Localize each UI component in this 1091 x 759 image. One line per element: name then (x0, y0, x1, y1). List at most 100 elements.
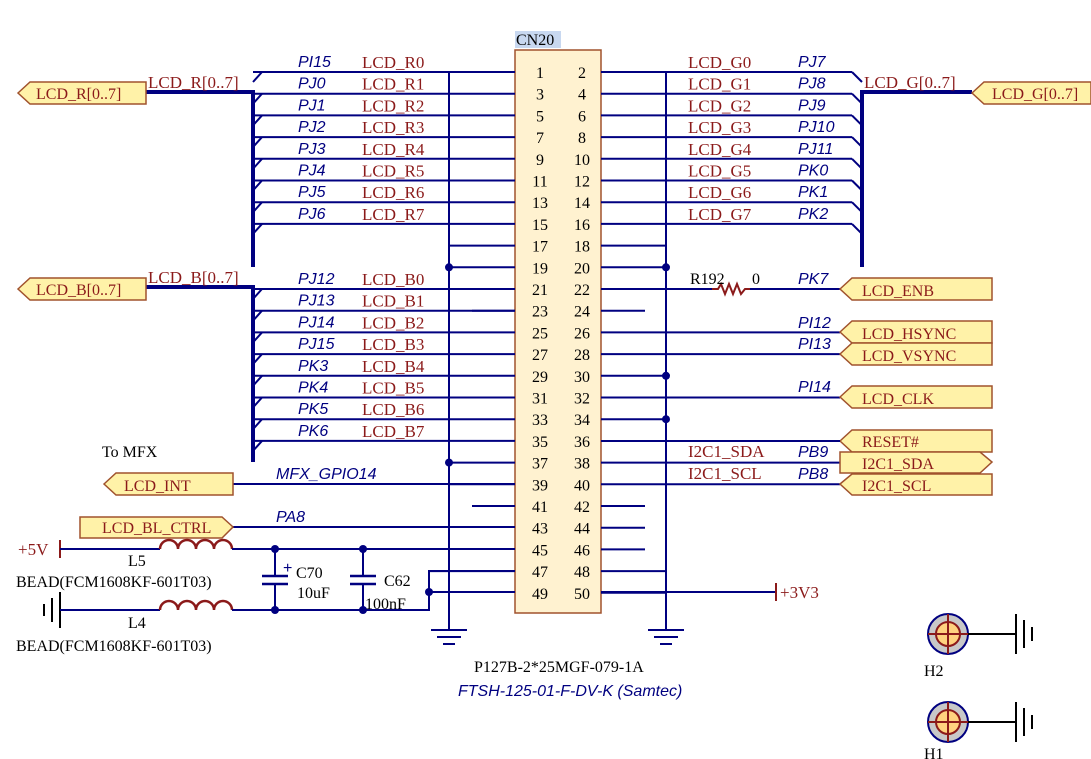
junction-dot (662, 263, 670, 272)
reset-port[interactable]: RESET# (838, 429, 993, 453)
gpio-label: PJ5 (298, 184, 326, 201)
pin-number: 46 (574, 542, 590, 559)
net-label: LCD_G4 (688, 140, 752, 159)
net-label: LCD_B5 (362, 379, 424, 398)
net-label: LCD_B3 (362, 335, 424, 354)
net-label: LCD_G7 (688, 205, 752, 224)
pin-number: 3 (536, 87, 544, 104)
lcd-hsync-port[interactable]: LCD_HSYNC (838, 320, 993, 344)
bus-entry (851, 71, 863, 83)
pin-number: 6 (578, 108, 586, 125)
pb9-label: PB9 (798, 444, 828, 461)
net-label: LCD_G0 (688, 53, 751, 72)
pin-number: 35 (532, 434, 548, 451)
l5-desc: BEAD(FCM1608KF-601T03) (16, 574, 212, 591)
gpio-label: PK3 (298, 358, 328, 375)
svg-text:LCD_CLK: LCD_CLK (862, 391, 934, 408)
gpio-label: PK4 (298, 380, 328, 397)
svg-text:I2C1_SCL: I2C1_SCL (862, 478, 931, 495)
net-label: LCD_G6 (688, 183, 751, 202)
pin-number: 24 (574, 304, 590, 321)
i2c1-scl-port[interactable]: I2C1_SCL (838, 473, 993, 496)
h1-mounting-hole-icon (927, 701, 1033, 743)
gpio-label: PJ7 (798, 54, 827, 71)
pin-number: 25 (532, 325, 548, 342)
mfx-gpio14-label: MFX_GPIO14 (276, 466, 377, 483)
gpio-label: PJ2 (298, 119, 326, 136)
connector-right-pins: 2468101214161820222426283032343638404244… (574, 65, 590, 603)
net-label: LCD_R0 (362, 53, 424, 72)
gpio-label: PJ6 (298, 206, 326, 223)
junction-dot (445, 458, 453, 467)
pin-number: 47 (532, 564, 548, 581)
connector-body (514, 49, 602, 614)
svg-text:LCD_INT: LCD_INT (124, 478, 191, 495)
lcd-int-port[interactable]: LCD_INT (102, 472, 234, 496)
lcd-bl-ctrl-port[interactable]: LCD_BL_CTRL (79, 516, 235, 539)
net-label: LCD_B4 (362, 357, 425, 376)
gpio-label: PK6 (298, 423, 328, 440)
svg-text:LCD_BL_CTRL: LCD_BL_CTRL (102, 520, 211, 537)
svg-text:LCD_VSYNC: LCD_VSYNC (862, 348, 956, 365)
h1-label: H1 (924, 746, 944, 759)
lcd-clk-port[interactable]: LCD_CLK (838, 385, 993, 409)
svg-text:LCD_R[0..7]: LCD_R[0..7] (36, 86, 121, 103)
pin-number: 45 (532, 542, 548, 559)
pin-number: 10 (574, 152, 590, 169)
pin-number: 43 (532, 521, 548, 538)
l4-desc: BEAD(FCM1608KF-601T03) (16, 638, 212, 655)
b-bus-port[interactable]: LCD_B[0..7] (16, 277, 147, 301)
pin-number: 13 (532, 195, 548, 212)
r192-resistor (712, 281, 750, 297)
pin-number: 44 (574, 521, 590, 538)
plus5v-label: +5V (18, 540, 49, 559)
g-bus-label: LCD_G[0..7] (864, 73, 956, 92)
gpio-label: PJ8 (798, 76, 826, 93)
pin-number: 9 (536, 152, 544, 169)
net-label: LCD_B7 (362, 422, 425, 441)
r-bus-label: LCD_R[0..7] (148, 73, 239, 92)
i2c1-sda-port[interactable]: I2C1_SDA (839, 451, 994, 474)
pin-number: 37 (532, 456, 548, 473)
r192-value: 0 (752, 271, 760, 288)
net-label: LCD_R5 (362, 162, 424, 181)
l4-ground-symbol (43, 592, 61, 628)
pin-number: 20 (574, 260, 590, 277)
net-label: LCD_G1 (688, 75, 751, 94)
g-bus-port[interactable]: LCD_G[0..7] (970, 81, 1091, 105)
net-label: LCD_B2 (362, 313, 424, 332)
gpio-label: PJ15 (298, 336, 335, 353)
lcd-vsync-port[interactable]: LCD_VSYNC (838, 342, 993, 366)
lcd-enb-port[interactable]: LCD_ENB (838, 277, 993, 301)
pin-number: 38 (574, 456, 590, 473)
connector-part: P127B-2*25MGF-079-1A (474, 659, 644, 676)
plus3v3-label: +3V3 (780, 583, 819, 602)
pin-number: 30 (574, 369, 590, 386)
net-label: LCD_R6 (362, 183, 424, 202)
gpio-label: PJ11 (798, 141, 833, 158)
pi14-label: PI14 (798, 379, 831, 396)
svg-text:I2C1_SDA: I2C1_SDA (862, 456, 934, 473)
pin-number: 8 (578, 130, 586, 147)
pin-number: 19 (532, 260, 548, 277)
i2c1-sda-net: I2C1_SDA (688, 442, 765, 461)
r192-ref: R192 (690, 271, 725, 288)
gpio-label: PJ10 (798, 119, 835, 136)
net-label: LCD_B6 (362, 400, 424, 419)
pin-number: 41 (532, 499, 548, 516)
pin-number: 42 (574, 499, 590, 516)
c62-value: 100nF (365, 596, 406, 613)
ground-symbol-right (648, 629, 684, 645)
g-bus-line (860, 90, 972, 267)
l4-out-wire (232, 570, 515, 611)
b-bus-line (146, 285, 255, 462)
r-bus-port[interactable]: LCD_R[0..7] (16, 81, 147, 105)
l4-inductor (158, 599, 234, 611)
pin-number: 36 (574, 434, 590, 451)
svg-text:LCD_B[0..7]: LCD_B[0..7] (36, 282, 121, 299)
net-label: LCD_R1 (362, 75, 424, 94)
pin-number: 29 (532, 369, 548, 386)
ground-symbol-left (431, 629, 467, 645)
gpio-label: PJ1 (298, 97, 326, 114)
